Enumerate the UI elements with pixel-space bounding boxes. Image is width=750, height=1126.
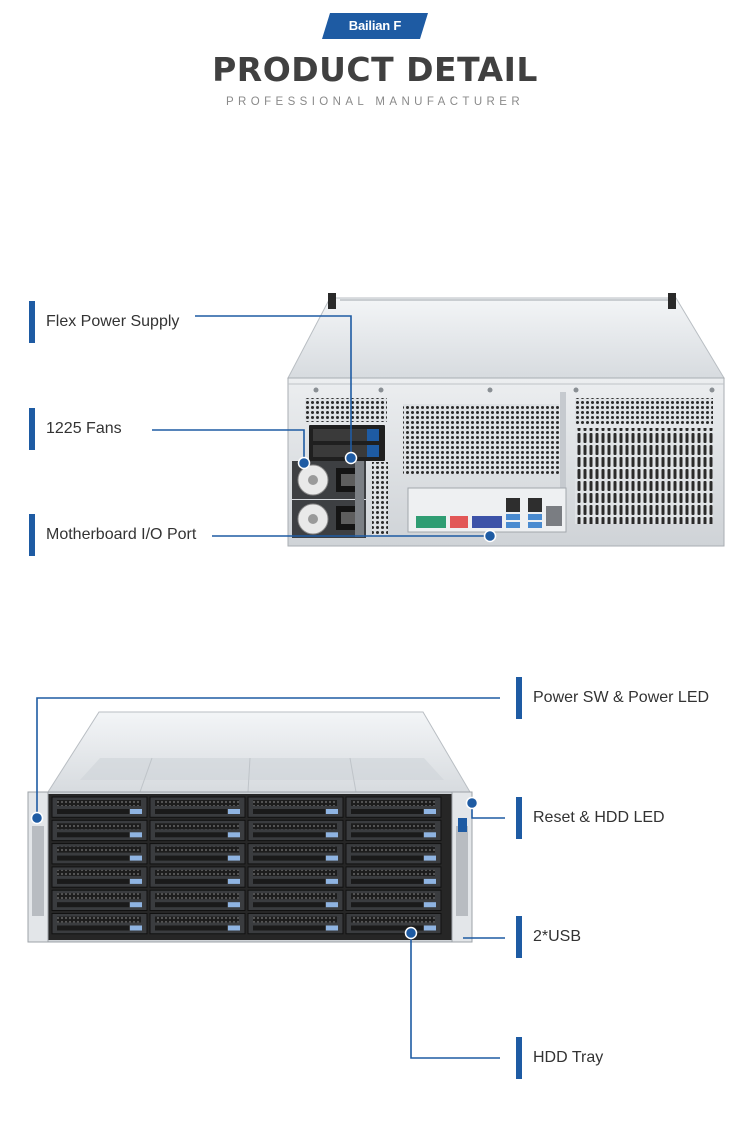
callout-bar [29, 301, 35, 343]
callout-label: Reset & HDD LED [533, 809, 665, 826]
hdd-tray [51, 796, 148, 818]
hdd-tray [247, 796, 344, 818]
page-subtitle: PROFESSIONAL MANUFACTURER [225, 96, 525, 108]
hdd-tray [149, 889, 246, 912]
hdd-tray-grid [51, 796, 442, 935]
page-title: PRODUCT DETAIL [212, 50, 538, 89]
callout-bar [516, 797, 522, 839]
callout-label: 2*USB [533, 928, 582, 945]
callout-label: Flex Power Supply [46, 313, 180, 330]
hdd-tray [149, 796, 246, 818]
brand-name: Bailian F [348, 18, 402, 33]
callout-bar [516, 1037, 522, 1079]
hdd-tray [149, 819, 246, 842]
hdd-tray [345, 843, 442, 865]
rear-chassis-image [287, 293, 725, 547]
callout-bar [29, 514, 35, 556]
brand-logo: Bailian F [322, 13, 428, 39]
hdd-tray [51, 913, 148, 935]
hdd-tray [149, 866, 246, 888]
hdd-tray [149, 913, 246, 935]
callout-label: HDD Tray [533, 1049, 604, 1066]
callout-label: Motherboard I/O Port [46, 526, 197, 543]
callout-bar [516, 677, 522, 719]
flex-power-supply-marker [344, 451, 358, 465]
hdd-tray [247, 889, 344, 912]
hdd-tray [51, 843, 148, 865]
callout-label: Power SW & Power LED [533, 689, 710, 706]
callout-bar [516, 916, 522, 958]
hdd-tray [51, 819, 148, 842]
hdd-tray [345, 819, 442, 842]
hdd-tray [149, 843, 246, 865]
callout-bar [29, 408, 35, 450]
power-sw-marker [30, 811, 44, 825]
callout-label: 1225 Fans [46, 420, 122, 437]
hdd-tray-marker [404, 926, 418, 940]
hdd-tray [345, 796, 442, 818]
hdd-tray [247, 819, 344, 842]
reset-led-marker [465, 796, 479, 810]
hdd-tray [247, 866, 344, 888]
hdd-tray [345, 913, 442, 935]
hdd-tray [247, 843, 344, 865]
io-port-marker [483, 529, 497, 543]
hdd-tray [345, 866, 442, 888]
hdd-tray [51, 889, 148, 912]
hdd-tray [247, 913, 344, 935]
fans-marker [297, 456, 311, 470]
hdd-tray [345, 889, 442, 912]
hdd-tray [51, 866, 148, 888]
rear-callout-lines [152, 315, 490, 537]
